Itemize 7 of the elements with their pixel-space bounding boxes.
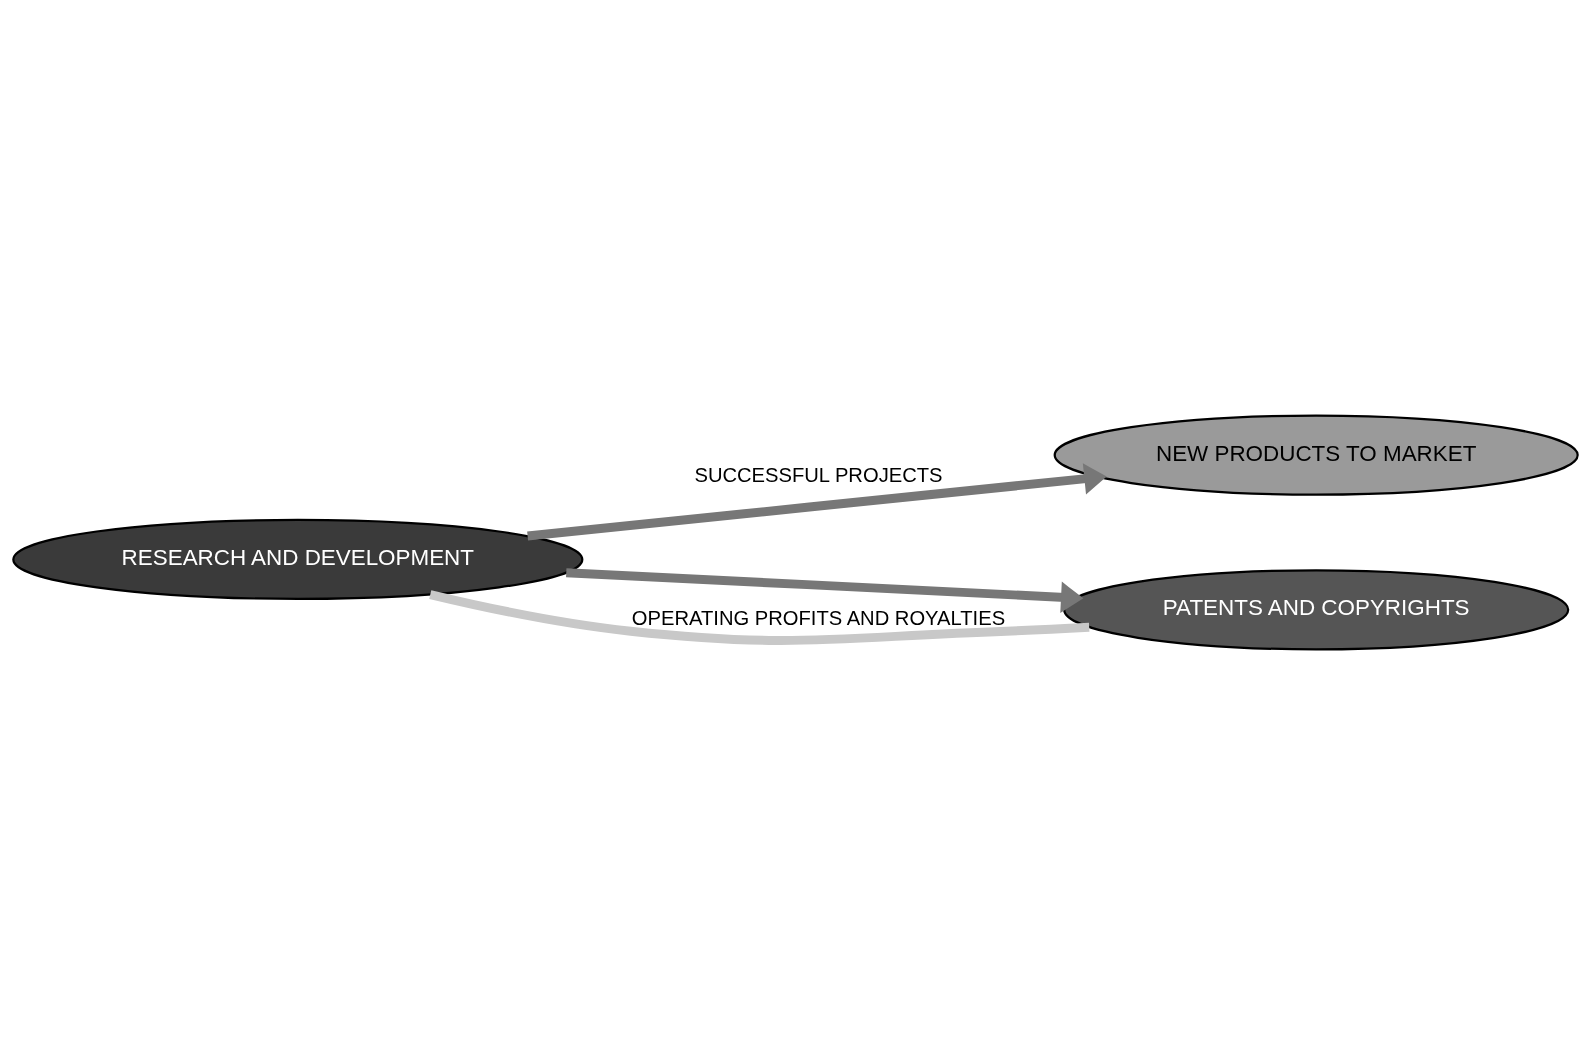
arrow <box>527 462 1107 540</box>
node-ellipse: RESEARCH AND DEVELOPMENT <box>12 518 584 600</box>
arrow <box>566 567 1084 613</box>
edge-label: SUCCESSFUL PROJECTS <box>694 463 943 486</box>
connector <box>429 589 1090 645</box>
node-ellipse: PATENTS AND COPYRIGHTS <box>1063 568 1570 650</box>
edge-label: OPERATING PROFITS AND ROYALTIES <box>631 606 1006 629</box>
